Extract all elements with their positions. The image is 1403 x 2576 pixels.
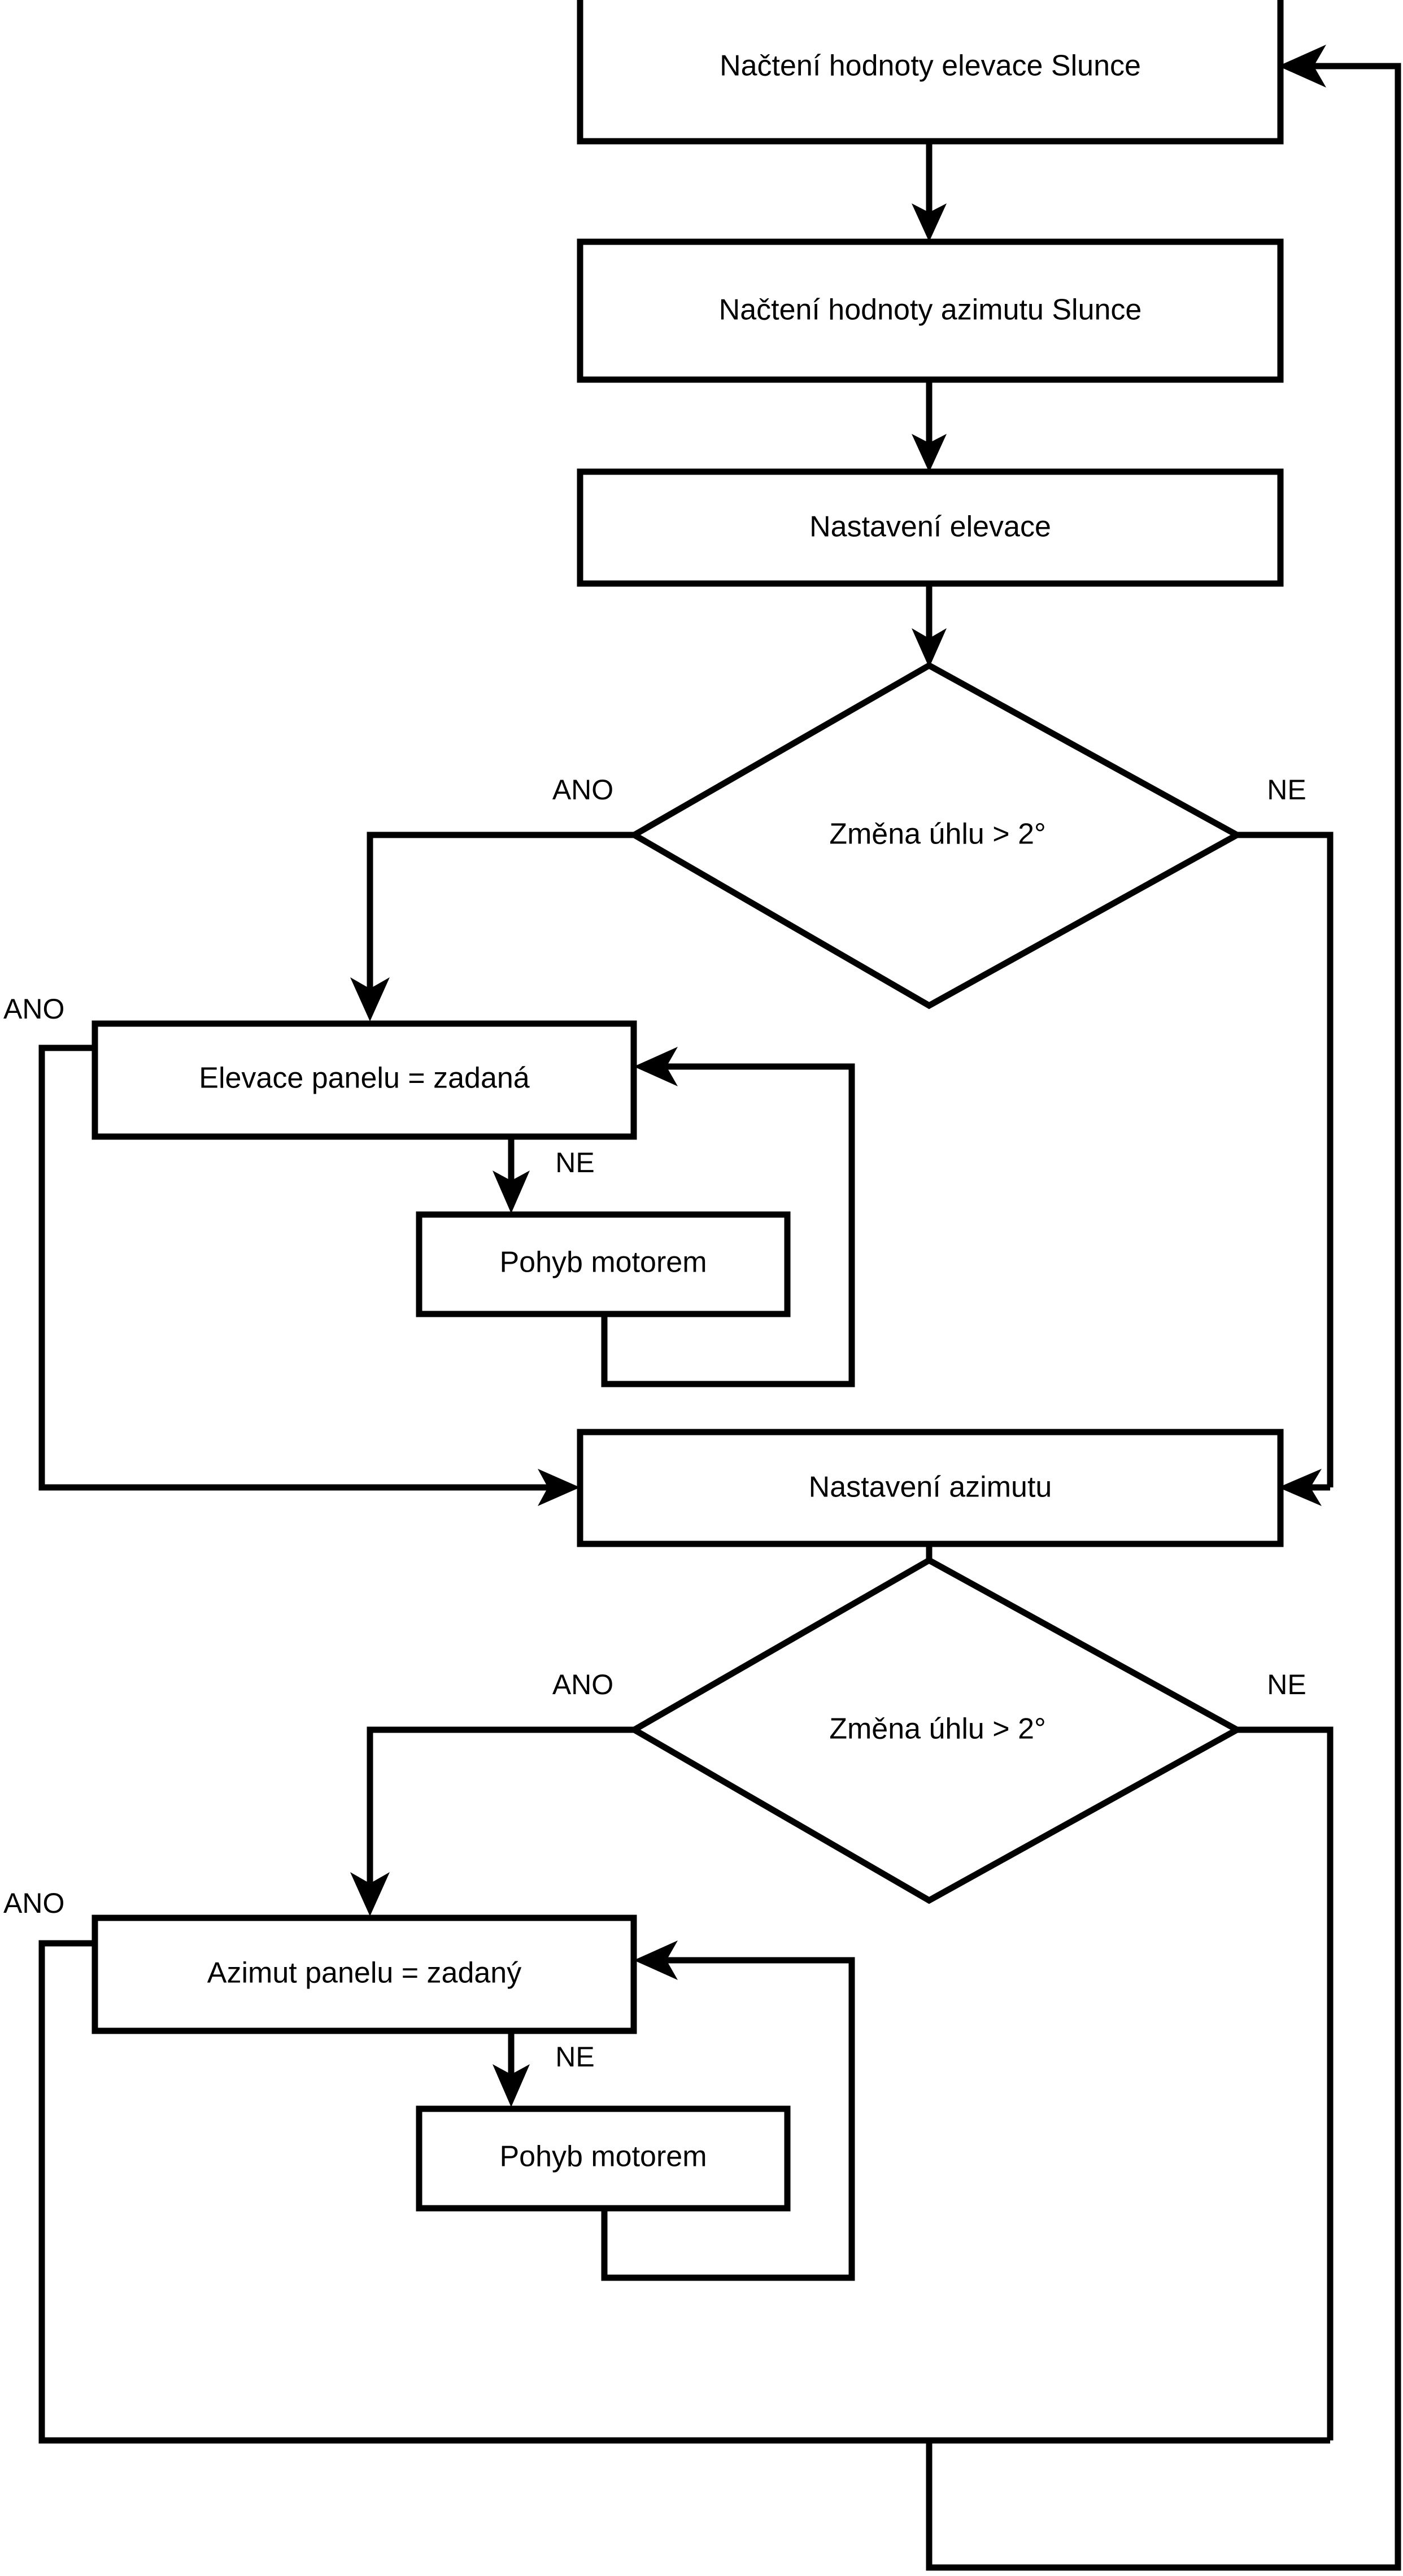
edge-label-panel-azim-no: NE (555, 2041, 594, 2073)
node-set-elevation-label: Nastavení elevace (809, 511, 1051, 543)
edge-decision-azim-yes (350, 1726, 634, 1916)
edge-label-decision-elev-yes: ANO (552, 774, 613, 806)
edge-set-elevation-to-decision-elev (912, 584, 947, 668)
node-decision-azimuth[interactable]: Změna úhlu > 2° (628, 1556, 1244, 1904)
edge-label-decision-elev-no: NE (1267, 774, 1306, 806)
node-motor-move-elevation-label: Pohyb motorem (499, 1246, 707, 1279)
edge-motor-azim-loopback (601, 1940, 855, 2281)
edge-label-decision-azim-yes: ANO (552, 1669, 613, 1700)
edge-label-panel-azim-yes: ANO (3, 1887, 64, 1919)
edge-read-azimuth-to-set-elevation (912, 380, 947, 472)
node-read-azimuth-label: Načtení hodnoty azimutu Slunce (719, 294, 1142, 327)
node-motor-move-elevation[interactable]: Pohyb motorem (416, 1211, 791, 1317)
edge-panel-elev-yes (38, 1045, 580, 1506)
edge-panel-azim-no (493, 2031, 530, 2107)
node-decision-elevation[interactable]: Změna úhlu > 2° (628, 662, 1244, 1009)
node-read-elevation[interactable]: Načtení hodnoty elevace Slunce (577, 0, 1284, 145)
node-decision-elevation-label: Změna úhlu > 2° (829, 818, 1046, 851)
node-panel-azimuth-label: Azimut panelu = zadaný (207, 1957, 521, 1990)
node-set-azimuth[interactable]: Nastavení azimutu (577, 1429, 1284, 1547)
node-panel-azimuth[interactable]: Azimut panelu = zadaný (91, 1914, 637, 2034)
edge-decision-azim-no (1237, 1726, 1334, 2440)
edge-motor-elev-loopback (601, 1047, 855, 1387)
node-motor-move-azimuth[interactable]: Pohyb motorem (416, 2105, 791, 2212)
node-read-elevation-label: Načtení hodnoty elevace Slunce (720, 50, 1141, 82)
node-read-azimuth[interactable]: Načtení hodnoty azimutu Slunce (577, 238, 1284, 383)
edge-panel-azim-yes (38, 1940, 1330, 2444)
edge-decision-elev-no (1237, 832, 1334, 1506)
node-panel-elevation[interactable]: Elevace panelu = zadaná (91, 1020, 637, 1140)
node-panel-elevation-label: Elevace panelu = zadaná (199, 1062, 530, 1095)
edge-label-panel-elev-yes: ANO (3, 993, 64, 1025)
edge-bottom-return-to-start (926, 45, 1401, 2571)
node-decision-azimuth-label: Změna úhlu > 2° (829, 1713, 1046, 1746)
edge-label-decision-azim-no: NE (1267, 1669, 1306, 1700)
node-set-azimuth-label: Nastavení azimutu (809, 1471, 1052, 1504)
edge-decision-elev-yes (350, 832, 634, 1021)
node-set-elevation[interactable]: Nastavení elevace (577, 468, 1284, 587)
edge-label-panel-elev-no: NE (555, 1147, 594, 1178)
node-motor-move-azimuth-label: Pohyb motorem (499, 2140, 707, 2173)
edge-panel-elev-no (493, 1137, 530, 1213)
edge-read-elevation-to-read-azimuth (912, 141, 947, 242)
